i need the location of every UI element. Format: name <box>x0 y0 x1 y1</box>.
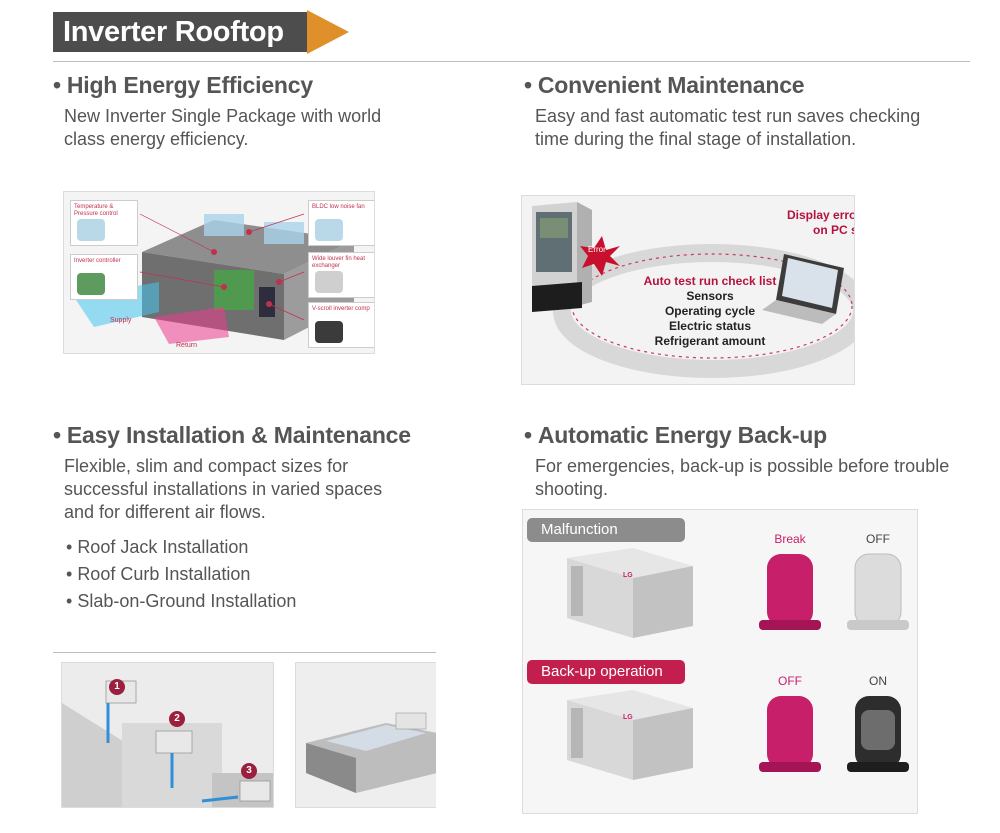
heat-exchanger-icon <box>315 271 343 293</box>
section-maintenance-body: Easy and fast automatic test run saves c… <box>535 105 920 151</box>
bullet-icon: • <box>66 591 73 611</box>
compressor-status-on: ON <box>869 674 887 688</box>
body-line: class energy efficiency. <box>64 129 249 149</box>
installation-diagram: 1 2 3 <box>61 662 274 808</box>
title-arrow-icon <box>307 10 349 54</box>
section-backup-title: •Automatic Energy Back-up <box>524 422 827 449</box>
body-line: shooting. <box>535 479 609 499</box>
fan-icon <box>315 219 343 241</box>
backup-operation-label: Back-up operation <box>527 660 685 684</box>
callout-label: Temperature & Pressure control <box>74 204 118 217</box>
callout-heat-exchanger: Wide louver fin heat exchanger <box>308 252 374 298</box>
display-error-message: Display error message on PC screen <box>787 208 854 238</box>
display-message-line: on PC screen <box>813 223 854 237</box>
section-efficiency-title: •High Energy Efficiency <box>53 72 313 99</box>
checklist-title: Auto test run check list <box>643 274 777 288</box>
callout-compressor: V-scroll inverter comp <box>308 302 374 348</box>
callout-fan: BLDC low noise fan <box>308 200 374 246</box>
section-maintenance-title-text: Convenient Maintenance <box>537 72 805 98</box>
section-installation-body: Flexible, slim and compact sizes for suc… <box>64 455 382 524</box>
checklist-item: Electric status <box>668 319 752 333</box>
return-label: Return <box>176 342 198 349</box>
compressor-status-break: Break <box>774 532 806 546</box>
backup-diagram: Malfunction Back-up operation LG LG Brea… <box>522 509 918 814</box>
body-line: Flexible, slim and compact sizes for <box>64 456 349 476</box>
section-maintenance-title: •Convenient Maintenance <box>524 72 805 99</box>
callout-label: Inverter controller <box>74 258 121 264</box>
lg-logo: LG <box>623 572 633 579</box>
lg-logo: LG <box>623 714 633 721</box>
bullet-icon: • <box>53 422 61 448</box>
section-efficiency-body: New Inverter Single Package with world c… <box>64 105 381 151</box>
body-line: Easy and fast automatic test run saves c… <box>535 106 921 126</box>
title-divider <box>53 61 970 62</box>
callout-label: BLDC low noise fan <box>312 204 365 210</box>
checklist-item: Refrigerant amount <box>654 334 766 348</box>
backup-units-illustration <box>567 548 909 780</box>
body-line: and for different air flows. <box>64 502 266 522</box>
building-rooftop-illustration <box>306 712 436 793</box>
page-title: Inverter Rooftop <box>53 12 307 52</box>
body-line: time during the final stage of installat… <box>535 129 857 149</box>
marker-1: 1 <box>109 679 125 695</box>
bullet-icon: • <box>524 422 532 448</box>
list-item: •Roof Jack Installation <box>66 537 249 557</box>
marker-2: 2 <box>169 711 185 727</box>
section-backup-title-text: Automatic Energy Back-up <box>537 422 828 448</box>
marker-3: 3 <box>241 763 257 779</box>
section-backup-body: For emergencies, back-up is possible bef… <box>535 455 949 501</box>
maintenance-diagram: Error Display error message on PC screen… <box>521 195 855 385</box>
callout-temperature: Temperature & Pressure control <box>70 200 138 246</box>
sensor-icon <box>77 219 105 241</box>
installation-types-illustration <box>62 680 273 807</box>
body-line: New Inverter Single Package with world <box>64 106 382 126</box>
callout-label: Wide louver fin heat exchanger <box>312 256 366 269</box>
compressor-status-off: OFF <box>778 674 802 688</box>
checklist: Auto test run check list Sensors Operati… <box>640 274 780 349</box>
bullet-icon: • <box>66 564 73 584</box>
malfunction-label: Malfunction <box>527 518 685 542</box>
callout-inverter-controller: Inverter controller <box>70 254 138 300</box>
display-message-line: Display error message <box>787 208 854 222</box>
circuit-board-icon <box>77 273 105 295</box>
building-photo <box>295 662 436 808</box>
callout-label: V-scroll inverter comp <box>312 306 370 312</box>
bullet-icon: • <box>53 72 61 98</box>
installation-types-list: •Roof Jack Installation •Roof Curb Insta… <box>66 534 296 615</box>
compressor-status-off: OFF <box>866 532 890 546</box>
checklist-item: Operating cycle <box>664 304 756 318</box>
efficiency-diagram: Temperature & Pressure control Inverter … <box>63 191 375 354</box>
section-installation-title: •Easy Installation & Maintenance <box>53 422 411 449</box>
body-line: successful installations in varied space… <box>64 479 383 499</box>
section-installation-title-text: Easy Installation & Maintenance <box>66 422 411 448</box>
supply-label: Supply <box>110 317 132 324</box>
list-item: •Roof Curb Installation <box>66 564 251 584</box>
section-efficiency-title-text: High Energy Efficiency <box>66 72 313 98</box>
test-run-ring-illustration <box>532 202 854 378</box>
compressor-icon <box>315 321 343 343</box>
error-label: Error <box>588 245 606 254</box>
list-item: •Slab-on-Ground Installation <box>66 591 297 611</box>
bullet-icon: • <box>66 537 73 557</box>
checklist-item: Sensors <box>686 289 734 303</box>
bullet-icon: • <box>524 72 532 98</box>
body-line: For emergencies, back-up is possible bef… <box>535 456 950 476</box>
installation-divider <box>53 652 436 653</box>
